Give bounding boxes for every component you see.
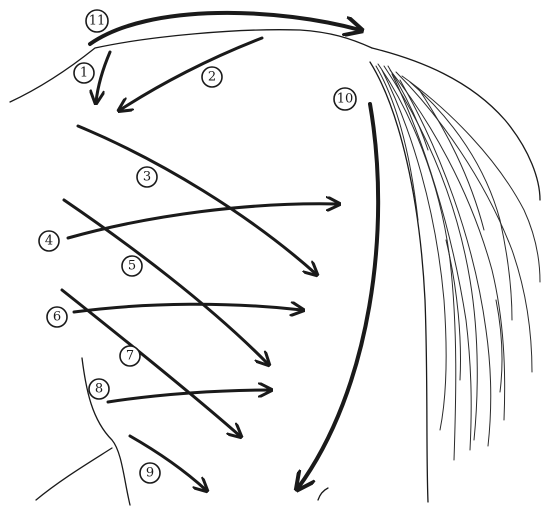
neck-line	[82, 358, 130, 505]
step-label: 6	[53, 310, 61, 325]
arrow-step-1	[96, 52, 110, 102]
step-label: 9	[146, 466, 154, 481]
step-label: 1	[80, 66, 88, 81]
arrow-step-3	[78, 126, 316, 274]
hair-strand	[446, 240, 460, 380]
arrow-step-10	[298, 104, 378, 488]
step-label: 3	[143, 170, 151, 185]
step-badge-6: 6	[47, 307, 67, 327]
step-badges: 11 1 2 10 3 4 5 6	[39, 10, 356, 483]
step-badge-3: 3	[137, 167, 157, 187]
step-label: 10	[337, 92, 354, 107]
step-badge-11: 11	[86, 10, 108, 32]
arrow-step-11	[90, 13, 360, 44]
step-badge-1: 1	[74, 63, 94, 83]
step-badge-7: 7	[120, 346, 140, 366]
neck-tail	[318, 488, 328, 500]
hair-strands	[370, 48, 540, 502]
step-badge-10: 10	[334, 88, 356, 110]
step-badge-5: 5	[122, 256, 142, 276]
step-label: 4	[45, 234, 53, 249]
shoulder-line	[36, 448, 112, 500]
step-badge-4: 4	[39, 231, 59, 251]
step-badge-8: 8	[89, 379, 109, 399]
step-label: 5	[128, 259, 136, 274]
stroke-arrows	[62, 13, 378, 490]
step-label: 7	[126, 349, 134, 364]
hair-strand	[410, 82, 512, 320]
head-outline	[10, 30, 372, 505]
arrow-step-6	[74, 304, 302, 312]
arrow-step-5	[64, 200, 268, 364]
arrow-step-8	[108, 390, 270, 402]
arrow-step-2	[120, 38, 262, 110]
step-badge-9: 9	[140, 463, 160, 483]
step-label: 11	[89, 14, 106, 29]
hair-strand	[496, 300, 502, 392]
head-contour	[10, 30, 372, 102]
arrow-step-9	[130, 436, 206, 490]
step-label: 8	[95, 382, 103, 397]
step-badge-2: 2	[202, 67, 222, 87]
hair-strand	[384, 66, 477, 440]
step-label: 2	[208, 70, 216, 85]
hair-strand	[396, 72, 532, 372]
